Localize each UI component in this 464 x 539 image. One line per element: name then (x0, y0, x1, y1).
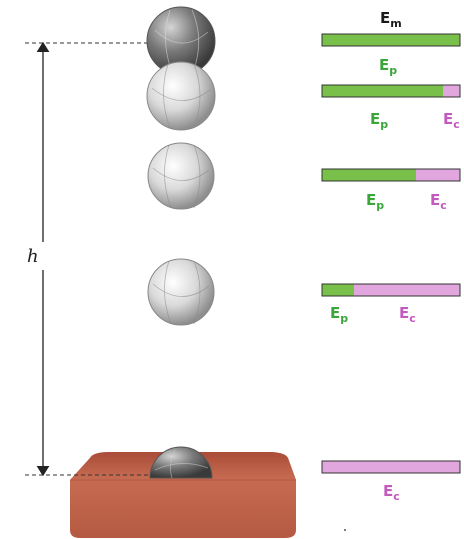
ball-released (146, 61, 216, 131)
energy-bars (321, 33, 461, 474)
bar-4-kinetic (354, 284, 460, 296)
ball-ground (149, 446, 213, 479)
label-ec-5: Ec (383, 482, 400, 503)
label-ep-3: Ep (366, 191, 384, 212)
label-ec-3: Ec (430, 191, 447, 212)
bar-3-outline (321, 168, 461, 182)
height-label: h (27, 246, 39, 267)
bar-2-kinetic (443, 85, 460, 97)
label-ec-2: Ec (443, 110, 460, 131)
bar-1-outline (321, 33, 461, 47)
height-indicator: h (22, 41, 185, 477)
label-ep-2: Ep (370, 110, 388, 131)
label-ec-4: Ec (399, 304, 416, 325)
ball-lower-middle (147, 258, 215, 326)
label-em-1: Em (380, 9, 402, 30)
bar-2-potential (322, 85, 443, 97)
bar-4-outline (321, 283, 461, 297)
bar-3-potential (322, 169, 416, 181)
bar-5-kinetic (322, 461, 460, 473)
label-ep-1: Ep (379, 56, 397, 77)
bar-1-potential (322, 34, 460, 46)
bar-4-potential (322, 284, 354, 296)
bar-2-outline (321, 84, 461, 98)
energy-labels: Em Ep Ep Ec Ep Ec Ep Ec Ec (330, 9, 460, 503)
label-ep-4: Ep (330, 304, 348, 325)
bar-3-kinetic (416, 169, 460, 181)
ball-upper-middle (147, 142, 215, 210)
bar-5-outline (321, 460, 461, 474)
